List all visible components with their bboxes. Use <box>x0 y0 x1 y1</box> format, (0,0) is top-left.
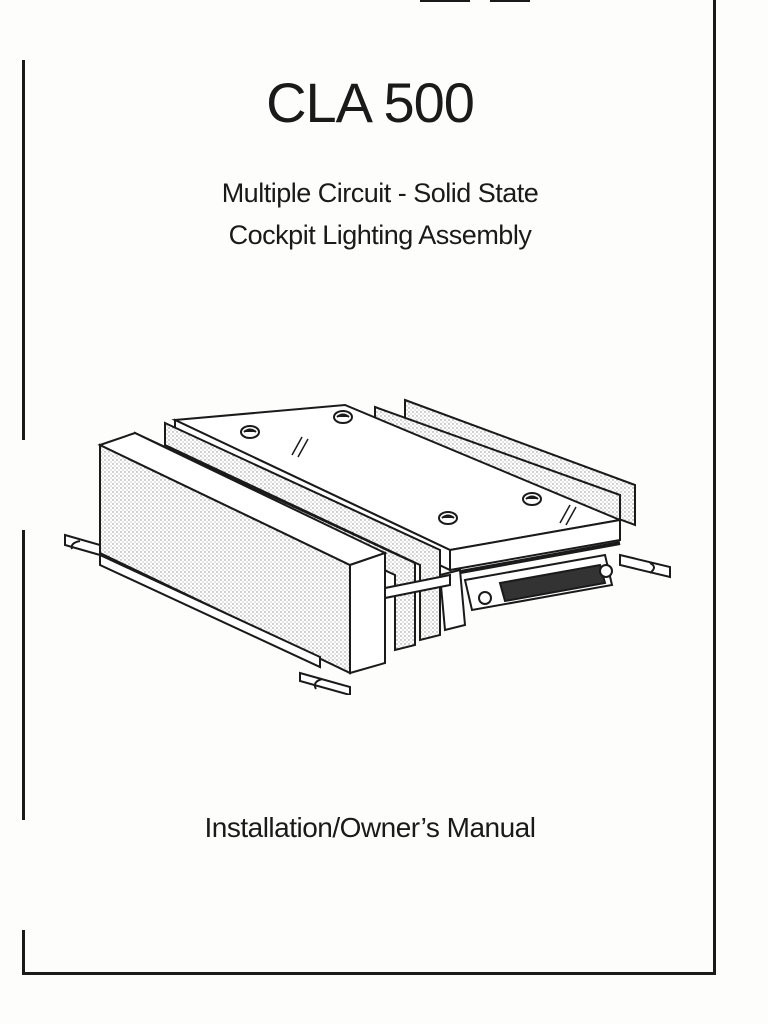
scan-edge-mark <box>490 0 530 2</box>
cover-border-right <box>713 0 716 974</box>
cover-border-left <box>22 530 25 820</box>
cover-border-left <box>22 930 25 975</box>
cover-border-bottom <box>22 972 716 975</box>
subtitle-line-1: Multiple Circuit - Solid State <box>221 178 539 208</box>
cover-border-left <box>22 60 25 440</box>
product-title: CLA 500 <box>266 71 475 134</box>
cover-screws <box>240 410 542 525</box>
glare-marks <box>291 436 577 526</box>
subtitle-line-2: Cockpit Lighting Assembly <box>228 220 532 250</box>
db-connector <box>463 553 614 612</box>
scan-edge-mark <box>420 0 470 2</box>
mounting-flange-right <box>619 553 671 579</box>
mounting-flange-left <box>64 533 351 695</box>
lighting-assembly-illustration <box>64 398 671 695</box>
large-front-fin <box>97 431 388 675</box>
manual-type-label: Installation/Owner’s Manual <box>204 812 536 843</box>
